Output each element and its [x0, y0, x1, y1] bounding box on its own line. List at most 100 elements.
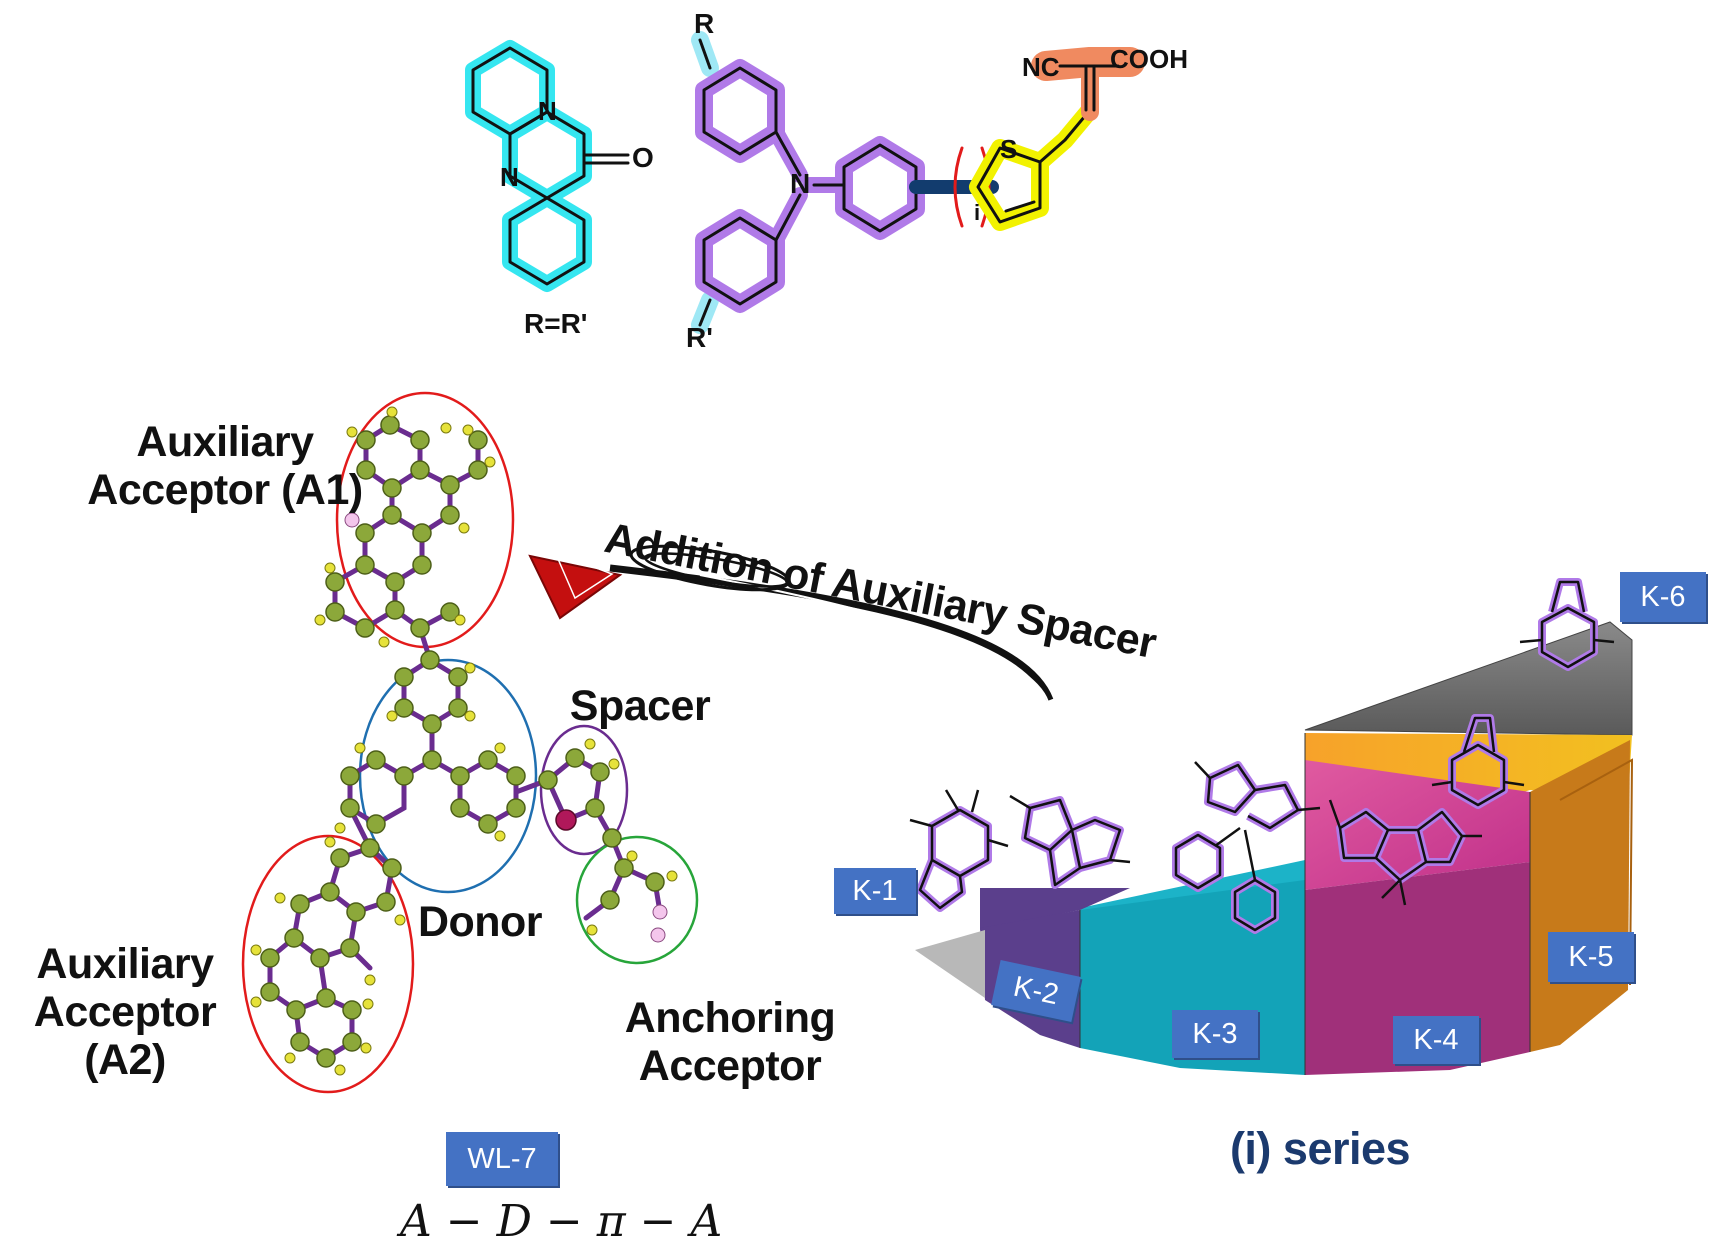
- anchor-region-ellipse: [575, 835, 699, 965]
- wl7-molecule: [241, 391, 699, 1094]
- atom-carbon: [355, 618, 375, 638]
- auxiliary-acceptor-a1-label: Auxiliary Acceptor (A1): [87, 418, 363, 515]
- atom-carbon: [290, 1032, 310, 1052]
- atom-carbon: [340, 798, 360, 818]
- atom-carbon: [565, 748, 585, 768]
- slice-k5-side: [1530, 740, 1630, 1052]
- molecule-bonds: [267, 422, 663, 1061]
- atom-carbon: [538, 770, 558, 790]
- atom-hydrogen: [464, 710, 476, 722]
- cooh-label: COOH: [1110, 44, 1188, 74]
- atom-carbon: [412, 555, 432, 575]
- atom-carbon: [468, 460, 488, 480]
- atom-hydrogen: [354, 742, 366, 754]
- atom-carbon: [290, 894, 310, 914]
- atom-carbon: [394, 667, 414, 687]
- n-label-amine: N: [790, 168, 811, 199]
- atom-carbon: [410, 430, 430, 450]
- k5-badge: K-5: [1548, 932, 1634, 982]
- addition-arrow: [528, 544, 1054, 703]
- r-label: R: [694, 8, 715, 39]
- atom-carbon: [340, 938, 360, 958]
- atom-carbon: [450, 798, 470, 818]
- atom-carbon: [382, 858, 402, 878]
- atom-sulfur: [555, 809, 577, 831]
- atom-hydrogen: [464, 662, 476, 674]
- atom-carbon: [385, 572, 405, 592]
- atom-carbon: [286, 1000, 306, 1020]
- atom-hydrogen: [334, 822, 346, 834]
- r-prime-label: R': [686, 322, 713, 353]
- k6-structure: [1519, 578, 1615, 671]
- atom-carbon: [342, 1032, 362, 1052]
- chemical-structure: [465, 31, 1145, 334]
- n-label-ring: N: [538, 96, 557, 126]
- atom-carbon: [590, 762, 610, 782]
- atom-hydrogen: [362, 998, 374, 1010]
- atom-hydrogen: [462, 424, 474, 436]
- series-title: (i) series: [1229, 1123, 1411, 1174]
- spacer-label: Spacer: [569, 682, 711, 730]
- atom-carbon: [448, 698, 468, 718]
- k3-structure: [1172, 761, 1321, 934]
- atom-oxygen: [650, 927, 666, 943]
- atom-carbon: [380, 415, 400, 435]
- k3-badge: K-3: [1172, 1010, 1258, 1058]
- atom-hydrogen: [440, 422, 452, 434]
- atom-carbon: [320, 882, 340, 902]
- atom-carbon: [382, 478, 402, 498]
- atom-hydrogen: [346, 426, 358, 438]
- series-spacer-structures: [909, 578, 1615, 934]
- k4-badge: K-4: [1393, 1016, 1479, 1064]
- k2-structure: [1009, 794, 1131, 889]
- k6-badge: K-6: [1620, 572, 1706, 622]
- atom-hydrogen: [364, 974, 376, 986]
- atom-hydrogen: [324, 836, 336, 848]
- k1-structure: [909, 789, 1009, 912]
- atom-hydrogen: [454, 614, 466, 626]
- n-label-quinazoline: N: [500, 162, 519, 192]
- atom-carbon: [440, 505, 460, 525]
- atom-carbon: [356, 460, 376, 480]
- anchoring-acceptor-label: Anchoring Acceptor: [624, 994, 836, 1091]
- anchoring-acceptor-structure: [1031, 47, 1145, 121]
- donor-structure: [691, 31, 925, 334]
- atom-carbon: [420, 650, 440, 670]
- atom-hydrogen: [608, 758, 620, 770]
- atom-carbon: [448, 667, 468, 687]
- atom-carbon: [284, 928, 304, 948]
- donor-label: Donor: [417, 898, 543, 946]
- atom-carbon: [260, 948, 280, 968]
- a2-region-ellipse: [241, 834, 415, 1094]
- atom-carbon: [366, 814, 386, 834]
- atom-carbon: [330, 848, 350, 868]
- atom-carbon: [478, 750, 498, 770]
- atom-hydrogen: [250, 996, 262, 1008]
- atom-carbon: [316, 988, 336, 1008]
- atom-carbon: [585, 798, 605, 818]
- atom-carbon: [440, 602, 460, 622]
- k1-badge: K-1: [834, 868, 916, 914]
- atom-hydrogen: [394, 914, 406, 926]
- auxiliary-acceptor-structure: [465, 40, 630, 292]
- atom-carbon: [394, 698, 414, 718]
- atom-oxygen: [344, 512, 360, 528]
- atom-carbon: [600, 890, 620, 910]
- k5-structure: [1431, 714, 1525, 809]
- atom-carbon: [310, 948, 330, 968]
- atom-carbon: [316, 1048, 336, 1068]
- atom-hydrogen: [626, 850, 638, 862]
- auxiliary-acceptor-a2-label: Auxiliary Acceptor (A2): [33, 940, 217, 1085]
- atom-carbon: [325, 572, 345, 592]
- atom-carbon: [410, 460, 430, 480]
- atom-carbon: [382, 505, 402, 525]
- atom-carbon: [478, 814, 498, 834]
- atom-hydrogen: [584, 738, 596, 750]
- atom-hydrogen: [484, 456, 496, 468]
- atom-hydrogen: [360, 1042, 372, 1054]
- atom-carbon: [468, 430, 488, 450]
- atom-carbon: [645, 872, 665, 892]
- atom-hydrogen: [494, 830, 506, 842]
- molecule-atoms: [250, 406, 678, 1076]
- atom-carbon: [602, 828, 622, 848]
